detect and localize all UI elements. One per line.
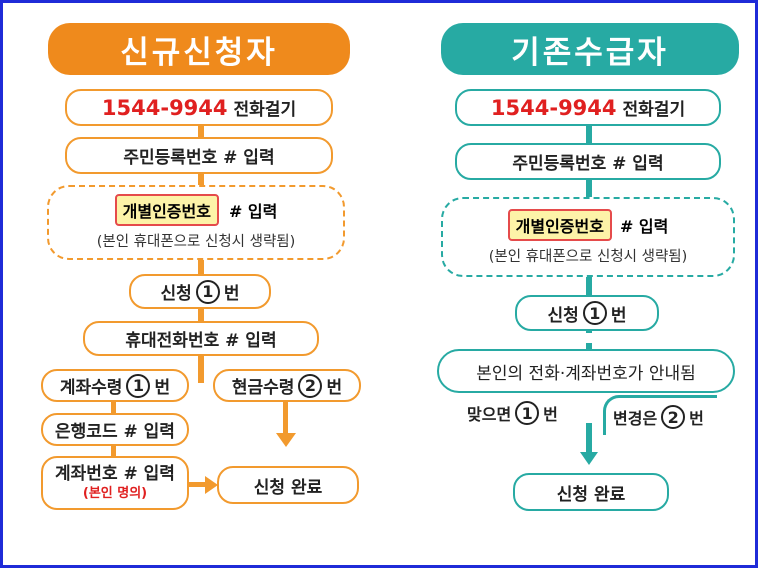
apply-suffix: 번 bbox=[223, 284, 240, 304]
phone-number: 1544-9944 bbox=[490, 95, 617, 120]
number-1-icon: 1 bbox=[515, 401, 540, 425]
bank-code-label: 은행코드 # 입력 bbox=[55, 422, 175, 442]
done-label: 신청 완료 bbox=[556, 484, 626, 505]
left-title: 신규신청자 bbox=[48, 23, 350, 75]
left-resident-step: 주민등록번호 # 입력 bbox=[65, 137, 333, 174]
account-note: (본인 명의) bbox=[82, 485, 148, 501]
left-auth-step: 개별인증번호 # 입력 (본인 휴대폰으로 신청시 생략됨) bbox=[47, 185, 345, 260]
right-resident-step: 주민등록번호 # 입력 bbox=[455, 143, 721, 180]
number-2-icon: 2 bbox=[298, 373, 323, 398]
apply-suffix: 번 bbox=[610, 305, 627, 326]
left-bank-code-step: 은행코드 # 입력 bbox=[41, 413, 189, 446]
left-mobile-step: 휴대전화번호 # 입력 bbox=[83, 321, 319, 356]
phone-number: 1544-9944 bbox=[101, 95, 228, 120]
apply-prefix: 신청 bbox=[547, 305, 579, 326]
auth-suffix: # 입력 bbox=[228, 202, 278, 221]
number-1-icon: 1 bbox=[582, 301, 607, 325]
auth-code-badge: 개별인증번호 bbox=[507, 208, 612, 241]
arrow-down-icon bbox=[276, 433, 296, 447]
arrow-down-icon bbox=[580, 452, 598, 465]
right-phone-step: 1544-9944 전화걸기 bbox=[455, 89, 721, 126]
auth-note: (본인 휴대폰으로 신청시 생략됨) bbox=[96, 234, 296, 250]
auth-code-badge: 개별인증번호 bbox=[114, 194, 219, 226]
connector-line bbox=[198, 353, 204, 383]
account-number-label: 계좌번호 # 입력 bbox=[55, 464, 175, 485]
left-cash-option: 현금수령 2 번 bbox=[213, 369, 361, 402]
phone-suffix: 전화걸기 bbox=[233, 100, 297, 120]
auth-suffix: # 입력 bbox=[619, 216, 669, 236]
connector-line bbox=[186, 482, 208, 487]
change-prefix: 변경은 bbox=[613, 409, 658, 428]
right-done-step: 신청 완료 bbox=[513, 473, 669, 511]
number-2-icon: 2 bbox=[661, 405, 686, 429]
resident-label: 주민등록번호 # 입력 bbox=[123, 148, 275, 168]
connector-line bbox=[283, 395, 288, 437]
number-1-icon: 1 bbox=[195, 279, 220, 304]
mobile-label: 휴대전화번호 # 입력 bbox=[125, 331, 277, 351]
right-change-branch bbox=[603, 395, 717, 435]
change-suffix: 번 bbox=[689, 409, 704, 428]
apply-prefix: 신청 bbox=[160, 284, 192, 304]
right-title-text: 기존수급자 bbox=[511, 34, 669, 71]
left-apply-step: 신청 1 번 bbox=[129, 274, 271, 309]
done-label: 신청 완료 bbox=[253, 477, 323, 498]
arrow-right-icon bbox=[205, 476, 218, 494]
right-apply-step: 신청 1 번 bbox=[515, 295, 659, 331]
right-title: 기존수급자 bbox=[441, 23, 739, 75]
cash-prefix: 현금수령 bbox=[231, 378, 295, 398]
phone-suffix: 전화걸기 bbox=[622, 100, 686, 120]
right-guide-step: 본인의 전화·계좌번호가 안내됨 bbox=[437, 349, 735, 393]
correct-prefix: 맞으면 bbox=[467, 405, 512, 424]
auth-note: (본인 휴대폰으로 신청시 생략됨) bbox=[488, 248, 688, 265]
right-change-option: 변경은 2 번 bbox=[611, 403, 706, 431]
left-account-number-step: 계좌번호 # 입력 (본인 명의) bbox=[41, 456, 189, 510]
left-phone-step: 1544-9944 전화걸기 bbox=[65, 89, 333, 126]
resident-label: 주민등록번호 # 입력 bbox=[512, 154, 664, 174]
connector-line bbox=[586, 423, 592, 455]
left-done-step: 신청 완료 bbox=[217, 466, 359, 504]
left-account-option: 계좌수령 1 번 bbox=[41, 369, 189, 402]
number-1-icon: 1 bbox=[126, 373, 151, 398]
account-suffix: 번 bbox=[154, 378, 171, 398]
guide-label: 본인의 전화·계좌번호가 안내됨 bbox=[476, 363, 696, 384]
right-correct-option: 맞으면 1 번 bbox=[463, 399, 562, 427]
left-title-text: 신규신청자 bbox=[120, 34, 278, 71]
account-prefix: 계좌수령 bbox=[59, 378, 123, 398]
right-auth-step: 개별인증번호 # 입력 (본인 휴대폰으로 신청시 생략됨) bbox=[441, 197, 735, 277]
correct-suffix: 번 bbox=[543, 405, 558, 424]
cash-suffix: 번 bbox=[326, 378, 343, 398]
